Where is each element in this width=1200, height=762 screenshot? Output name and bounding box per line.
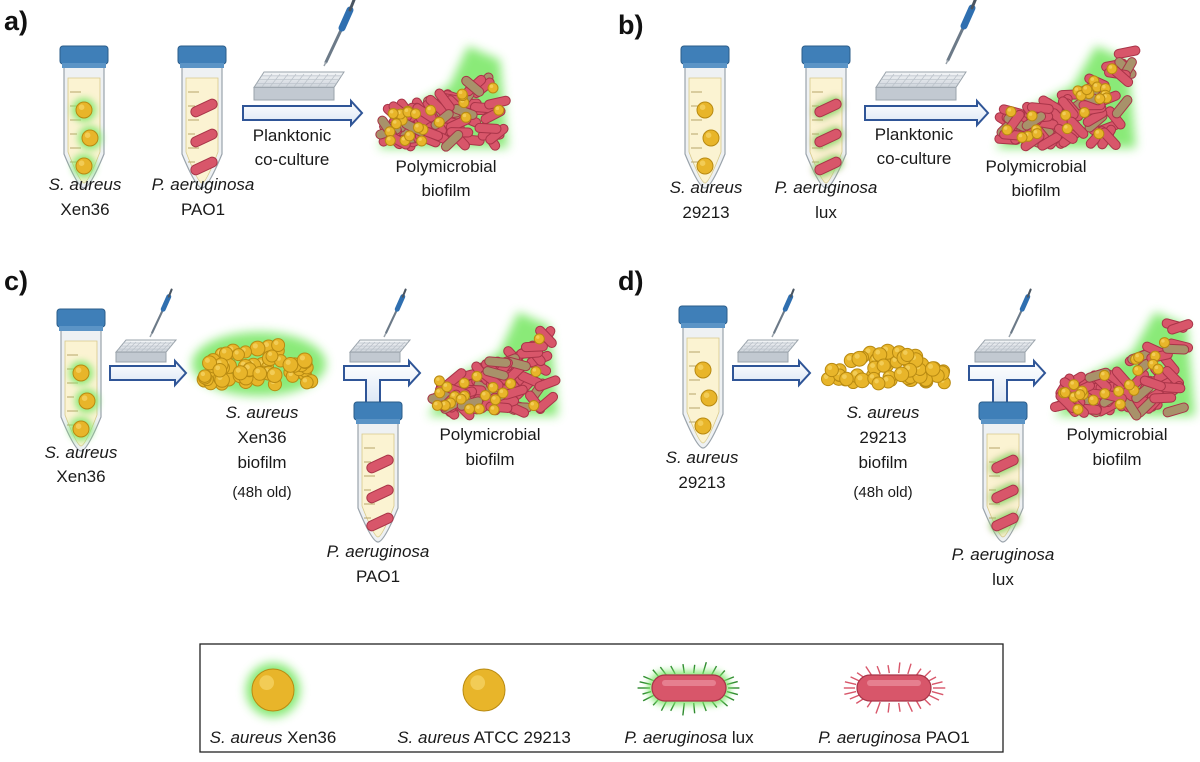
svg-text:S. aureus: S. aureus [49,175,122,194]
a-tube-p-aeruginosa-pao1 [177,45,227,189]
b-step-line2: co-culture [877,149,952,168]
a-polymicrobial-biofilm [375,46,511,152]
b-arrow [864,98,990,128]
c-tube-s-aureus-xen36 [56,308,106,452]
c-plate-1-icon [114,339,178,363]
legend-bacillus-icon [843,662,946,714]
svg-text:P. aeruginosa: P. aeruginosa [952,545,1055,564]
d-polymicrobial-biofilm [1049,312,1195,421]
svg-text:P. aeruginosa: P. aeruginosa [775,178,878,197]
a-tube-s-aureus-xen36 [59,45,109,189]
d-s-aureus-29213-biofilm [820,343,951,391]
legend-glowing-coccus-icon [246,663,300,717]
c-plate-2-icon [348,339,412,363]
d-tube2-strain: lux [992,570,1014,589]
c-tube1-strain: Xen36 [56,467,105,486]
b-plate-icon [875,71,967,101]
c-polymicrobial-biofilm [427,312,561,421]
legend-glowing-bacillus-icon [637,661,740,716]
b-pipette-icon [945,0,977,65]
svg-text:S. aureus: S. aureus [666,448,739,467]
a-pipette-icon [323,0,356,67]
c-s-aureus-xen36-biofilm [192,332,326,396]
a-step-line1: Planktonic [253,126,332,145]
c-pipette-2-icon [383,288,407,338]
d-tube2-species: P. aeruginosa [952,545,1055,564]
svg-text:P. aeruginosa: P. aeruginosa [152,175,255,194]
d-pipette-2-icon [1008,288,1032,338]
svg-text:S. aureus: S. aureus [670,178,743,197]
c-pipette-1-icon [149,288,173,338]
c-mid-species: S. aureus [226,403,299,422]
b-tube-s-aureus-29213 [680,45,730,189]
a-tube1-species: S. aureus [49,175,122,194]
d-mid-line2: biofilm [858,453,907,472]
d-tube1-species: S. aureus [666,448,739,467]
d-mid-age: (48h old) [853,484,912,501]
d-result-line1: Polymicrobial [1066,425,1167,444]
c-tube2-species: P. aeruginosa [327,542,430,561]
panel-d-label: d) [618,266,643,296]
a-tube2-species: P. aeruginosa [152,175,255,194]
d-arrow-1 [732,358,812,388]
a-result-line1: Polymicrobial [395,157,496,176]
a-arrow [242,98,364,128]
b-polymicrobial-biofilm [994,45,1141,152]
c-mid-age: (48h old) [232,484,291,501]
c-result-line2: biofilm [465,450,514,469]
legend-box [199,643,1004,753]
d-plate-2-icon [973,339,1037,363]
b-tube1-species: S. aureus [670,178,743,197]
b-tube2-species: P. aeruginosa [775,178,878,197]
b-result-line1: Polymicrobial [985,157,1086,176]
panel-b-label: b) [618,10,643,40]
legend-coccus-icon [462,668,506,712]
svg-text:P. aeruginosa: P. aeruginosa [327,542,430,561]
c-tube-p-aeruginosa-pao1 [353,401,403,543]
b-tube1-strain: 29213 [682,203,729,222]
c-tube1-species: S. aureus [45,443,118,462]
legend-item-lux: P. aeruginosa lux [624,728,754,747]
d-tube-s-aureus-29213 [678,305,728,449]
d-tube-p-aeruginosa-lux [978,401,1028,543]
d-mid-species: S. aureus [847,403,920,422]
c-result-line1: Polymicrobial [439,425,540,444]
b-tube-p-aeruginosa-lux [801,45,851,189]
b-tube2-strain: lux [815,203,837,222]
d-arrow-2 [968,358,1047,406]
d-pipette-1-icon [771,288,795,338]
d-mid-line1: 29213 [859,428,906,447]
svg-text:S. aureus: S. aureus [226,403,299,422]
c-mid-line1: Xen36 [237,428,286,447]
legend-item-pao1: P. aeruginosa PAO1 [818,728,970,747]
panel-c-label: c) [4,266,28,296]
c-arrow-1 [109,358,188,388]
a-step-line2: co-culture [255,150,330,169]
legend-item-29213: S. aureus ATCC 29213 [397,728,571,747]
a-tube1-strain: Xen36 [60,200,109,219]
d-plate-1-icon [736,339,800,363]
a-plate-icon [253,71,345,101]
diagram-artwork [56,0,1195,717]
svg-text:S. aureus: S. aureus [847,403,920,422]
legend-item-xen36: S. aureus Xen36 [210,728,337,747]
b-step-line1: Planktonic [875,125,954,144]
d-result-line2: biofilm [1092,450,1141,469]
d-tube1-strain: 29213 [678,473,725,492]
c-arrow-2 [343,358,422,406]
panel-a-label: a) [4,6,28,36]
c-mid-line2: biofilm [237,453,286,472]
svg-text:S. aureus: S. aureus [45,443,118,462]
b-result-line2: biofilm [1011,181,1060,200]
a-tube2-strain: PAO1 [181,200,225,219]
a-result-line2: biofilm [421,181,470,200]
c-tube2-strain: PAO1 [356,567,400,586]
